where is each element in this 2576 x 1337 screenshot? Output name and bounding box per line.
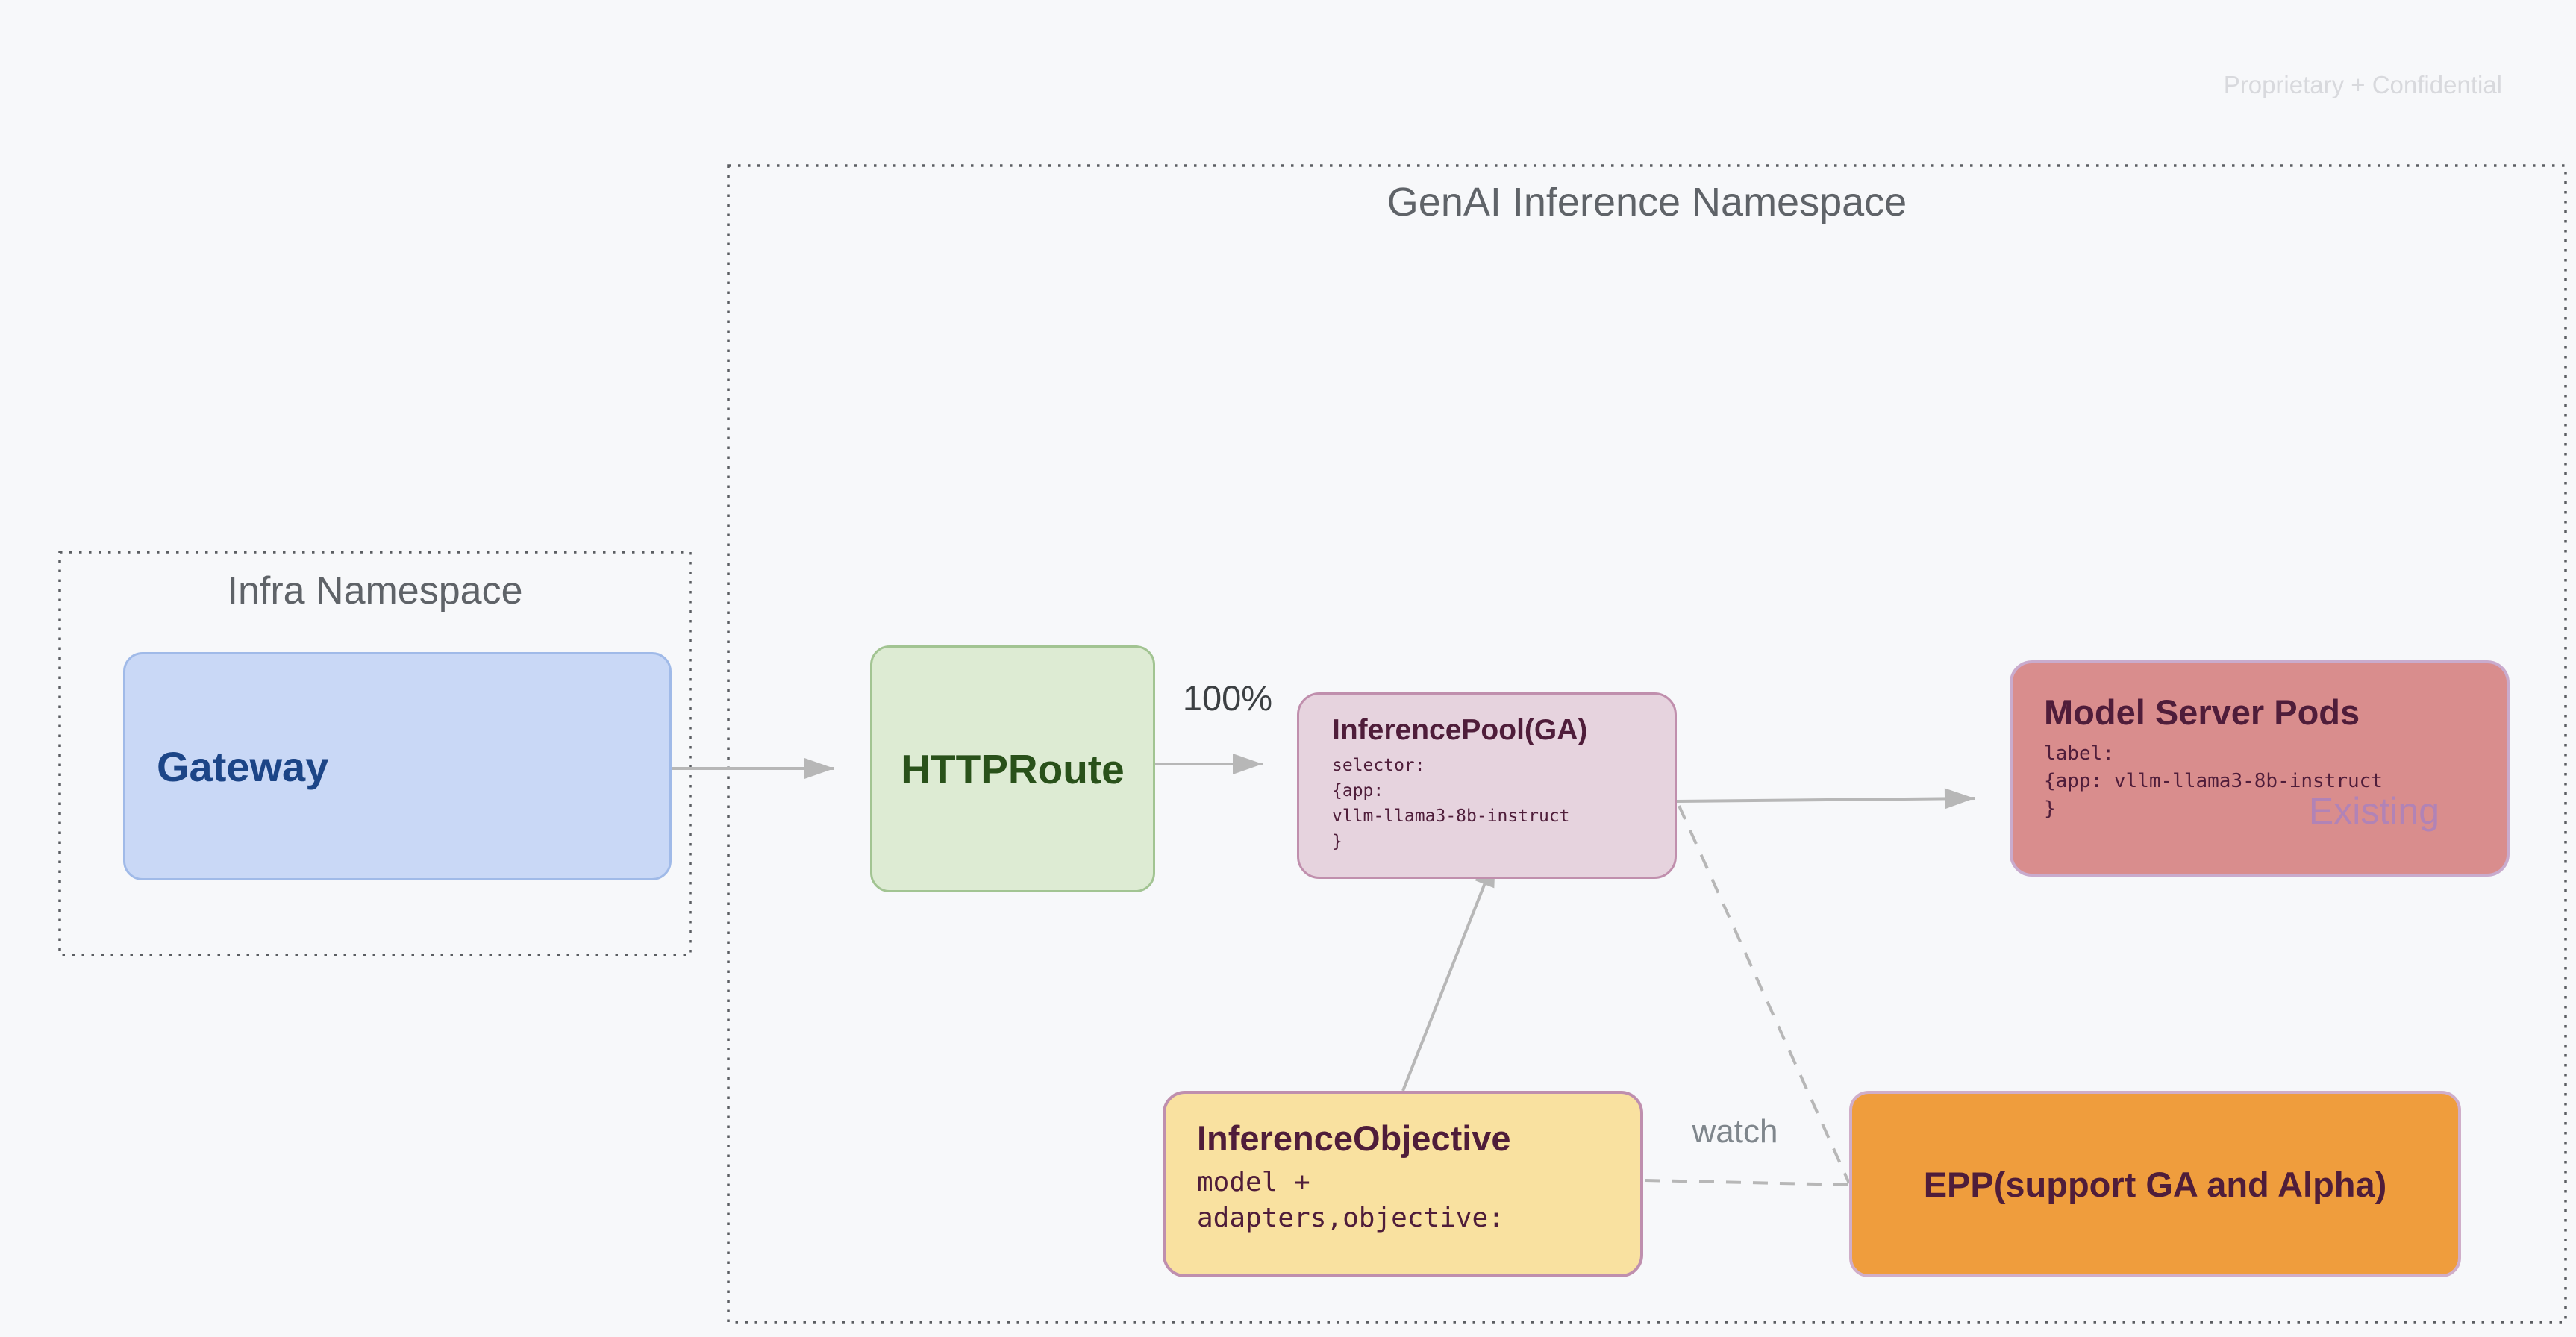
- model-server-pods-node: Model Server Pods label: {app: vllm-llam…: [2010, 660, 2510, 877]
- httproute-title: HTTPRoute: [901, 745, 1125, 792]
- code-line: }: [2044, 798, 2056, 820]
- route-weight-label: 100%: [1182, 678, 1273, 718]
- code-line: }: [1332, 832, 1342, 851]
- confidential-watermark: Proprietary + Confidential: [2223, 71, 2502, 98]
- model-server-pods-title: Model Server Pods: [2044, 692, 2360, 732]
- httproute-node: HTTPRoute: [870, 645, 1155, 892]
- epp-title: EPP(support GA and Alpha): [1923, 1164, 2387, 1204]
- code-line: {app: vllm-llama3-8b-instruct: [2044, 770, 2383, 792]
- infra-namespace-border: [58, 551, 692, 956]
- inference-objective-title: InferenceObjective: [1197, 1118, 1511, 1158]
- edge-objective-to-inferencepool: [1401, 856, 1497, 1092]
- genai-namespace-border: [727, 164, 2567, 1324]
- inference-pool-node: InferencePool(GA) selector: {app: vllm-l…: [1297, 692, 1677, 879]
- genai-namespace-title: GenAI Inference Namespace: [1387, 180, 1907, 225]
- edge-objective-watch-epp-dashed: [1645, 1179, 1850, 1186]
- code-line: model +: [1197, 1167, 1310, 1197]
- code-line: selector:: [1332, 756, 1425, 775]
- inference-objective-node: InferenceObjective model + adapters,obje…: [1163, 1091, 1643, 1277]
- gateway-title: Gateway: [157, 742, 329, 790]
- code-line: {app:: [1332, 781, 1384, 801]
- infra-namespace-title: Infra Namespace: [227, 569, 523, 613]
- inference-pool-title: InferencePool(GA): [1332, 714, 1588, 746]
- inference-objective-code: model + adapters,objective:: [1197, 1165, 1625, 1236]
- code-line: adapters,objective:: [1197, 1203, 1504, 1233]
- epp-node: EPP(support GA and Alpha): [1849, 1091, 2461, 1277]
- code-line: label:: [2044, 742, 2114, 765]
- existing-badge: Existing: [2308, 790, 2439, 832]
- edge-inferencepool-to-pods: [1676, 788, 1975, 810]
- watch-label: watch: [1692, 1113, 1778, 1150]
- gateway-node: Gateway: [123, 652, 672, 880]
- model-server-pods-code: label: {app: vllm-llama3-8b-instruct }: [2044, 740, 2492, 823]
- code-line: vllm-llama3-8b-instruct: [1332, 807, 1570, 826]
- inference-pool-code: selector: {app: vllm-llama3-8b-instruct …: [1332, 753, 1660, 854]
